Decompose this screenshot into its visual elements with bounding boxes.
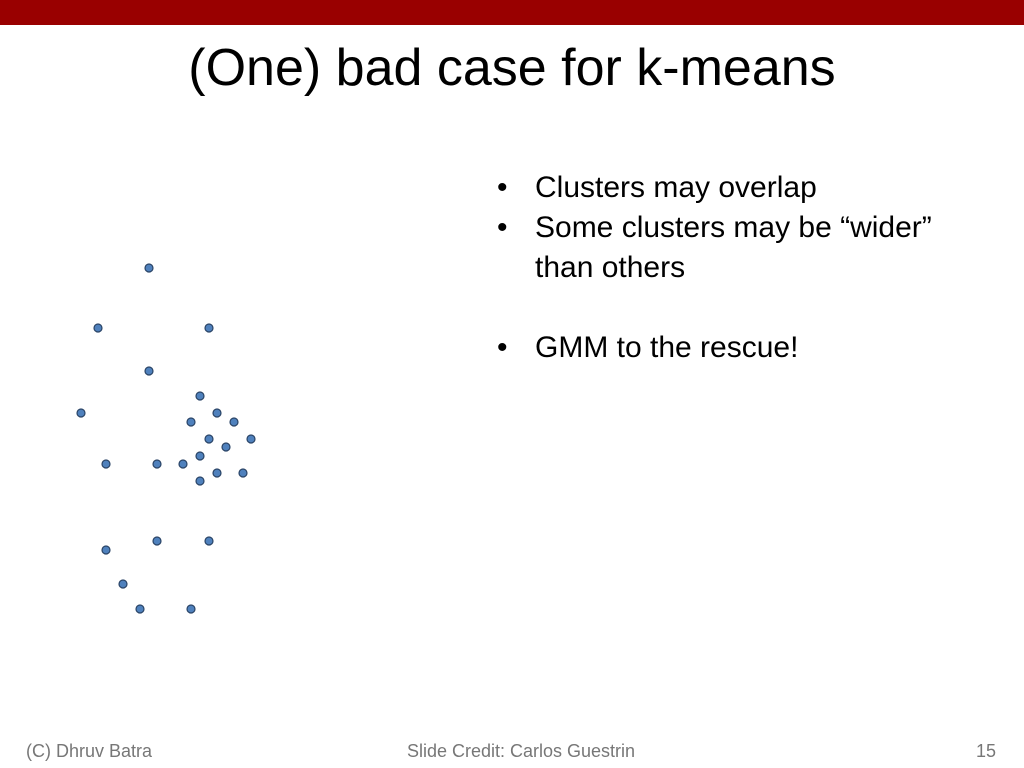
scatter-point (204, 434, 214, 444)
scatter-point (93, 323, 103, 333)
scatter-point (144, 366, 154, 376)
scatter-point (186, 604, 196, 614)
scatter-point (204, 536, 214, 546)
scatter-point (238, 468, 248, 478)
scatter-point (152, 536, 162, 546)
scatter-point (195, 476, 205, 486)
scatter-point (101, 545, 111, 555)
bullet-list: Clusters may overlap Some clusters may b… (497, 168, 997, 368)
scatter-point (221, 442, 231, 452)
scatter-point (246, 434, 256, 444)
scatter-point (152, 459, 162, 469)
bullet-item: Some clusters may be “wider” than others (497, 208, 997, 288)
bullet-item: Clusters may overlap (497, 168, 997, 208)
slide-title: (One) bad case for k-means (188, 39, 836, 97)
scatter-point (118, 579, 128, 589)
scatter-point (212, 408, 222, 418)
footer-copyright: (C) Dhruv Batra (26, 741, 153, 761)
slide-number: 15 (975, 741, 996, 761)
scatter-point (144, 263, 154, 273)
scatter-point (229, 417, 239, 427)
scatter-point (135, 604, 145, 614)
scatter-point (76, 408, 86, 418)
scatter-point (195, 451, 205, 461)
scatter-point (178, 459, 188, 469)
scatter-point (204, 323, 214, 333)
scatter-point (195, 391, 205, 401)
footer-credit: Slide Credit: Carlos Guestrin (406, 741, 636, 761)
scatter-point (101, 459, 111, 469)
scatter-point (212, 468, 222, 478)
scatter-point (186, 417, 196, 427)
top-accent-bar (0, 0, 1024, 25)
bullet-item: GMM to the rescue! (497, 328, 997, 368)
